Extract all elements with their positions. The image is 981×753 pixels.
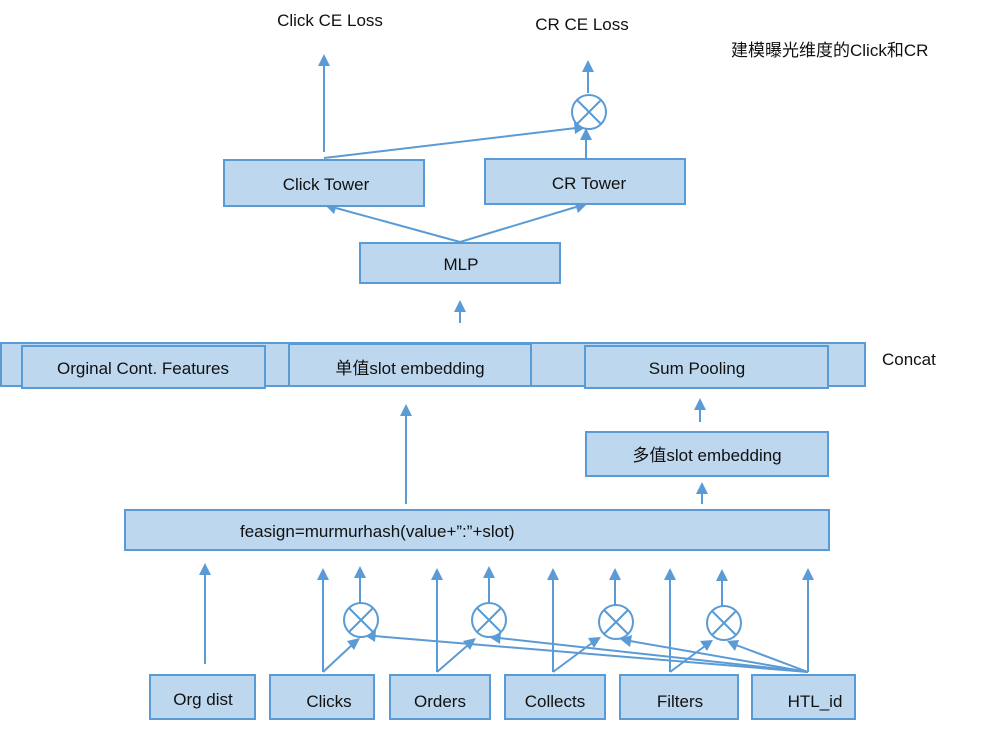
input-orders: Orders xyxy=(389,674,491,720)
multi-embed-box: 多值slot embedding xyxy=(585,431,829,477)
arrowhead xyxy=(802,568,814,580)
feasign-label: feasign=murmurhash(value+”:”+slot) xyxy=(240,522,514,541)
click-tower-box: Click Tower xyxy=(223,159,425,207)
arrowhead xyxy=(694,398,706,410)
arrowhead xyxy=(547,568,559,580)
cr-loss-label: CR CE Loss xyxy=(535,15,629,34)
arrowhead xyxy=(400,404,412,416)
orig-cont-label: Orginal Cont. Features xyxy=(57,359,229,378)
arrowhead xyxy=(483,566,495,578)
input-collects-label: Collects xyxy=(525,692,585,711)
edge-mlp-clicktower xyxy=(335,207,461,243)
arrowhead xyxy=(199,563,211,575)
multiply-op-top xyxy=(571,94,607,130)
edge-htlid-mult4 xyxy=(735,644,809,673)
input-collects: Collects xyxy=(504,674,606,720)
input-htl-id-label: HTL_id xyxy=(788,692,843,711)
edge-htlid-mult3 xyxy=(629,640,809,673)
input-filters-label: Filters xyxy=(657,692,703,711)
orig-cont-box xyxy=(21,345,266,389)
arrowhead xyxy=(354,566,366,578)
arrowhead xyxy=(317,568,329,580)
arrowhead xyxy=(580,128,592,140)
input-clicks-label: Clicks xyxy=(306,692,351,711)
multiply-op-4 xyxy=(706,605,742,641)
arrowhead xyxy=(347,638,360,650)
input-orders-label: Orders xyxy=(414,692,466,711)
input-filters: Filters xyxy=(619,674,739,720)
input-htl-id: HTL_id xyxy=(751,674,856,720)
mlp-box: MLP xyxy=(359,242,561,284)
edge-htlid-mult2 xyxy=(498,637,809,673)
arrowhead xyxy=(727,640,739,651)
click-tower-label: Click Tower xyxy=(283,175,370,194)
concat-bar: Orginal Cont. Features 单值slot embedding … xyxy=(0,342,866,389)
arrowhead xyxy=(609,568,621,580)
edge-clicktower-mult xyxy=(323,127,577,159)
arrowhead xyxy=(664,568,676,580)
arrowhead xyxy=(431,568,443,580)
input-org-dist-label: Org dist xyxy=(173,690,233,709)
edge-orders-mult2 xyxy=(436,644,469,673)
input-clicks: Clicks xyxy=(269,674,375,720)
multiply-op-3 xyxy=(598,604,634,640)
cr-tower-box: CR Tower xyxy=(484,158,686,205)
edges xyxy=(199,54,814,673)
arrowhead xyxy=(588,637,601,648)
multiply-op-2 xyxy=(471,602,507,638)
arrowhead xyxy=(716,569,728,581)
arrowhead xyxy=(582,60,594,72)
concat-label: Concat xyxy=(882,350,936,369)
multi-embed-label: 多值slot embedding xyxy=(632,446,781,465)
sum-pooling-label: Sum Pooling xyxy=(649,359,745,378)
arrowhead xyxy=(700,640,713,651)
input-org-dist: Org dist xyxy=(149,674,256,720)
edge-mlp-crtower xyxy=(459,206,577,243)
click-loss-label: Click CE Loss xyxy=(277,11,383,30)
feasign-box: feasign=murmurhash(value+”:”+slot) xyxy=(124,509,830,551)
annotation-label: 建模曝光维度的Click和CR xyxy=(731,41,928,60)
arrowhead xyxy=(696,482,708,494)
sum-pooling-box xyxy=(584,345,829,389)
edge-htlid-mult1 xyxy=(373,635,809,673)
edge-clicks-mult1 xyxy=(322,644,353,673)
single-embed-label: 单值slot embedding xyxy=(335,359,484,378)
multiply-op-1 xyxy=(343,602,379,638)
mlp-label: MLP xyxy=(444,255,479,274)
single-embed-box xyxy=(288,343,532,387)
arrowhead xyxy=(318,54,330,66)
cr-tower-label: CR Tower xyxy=(552,174,627,193)
arrowhead xyxy=(454,300,466,312)
